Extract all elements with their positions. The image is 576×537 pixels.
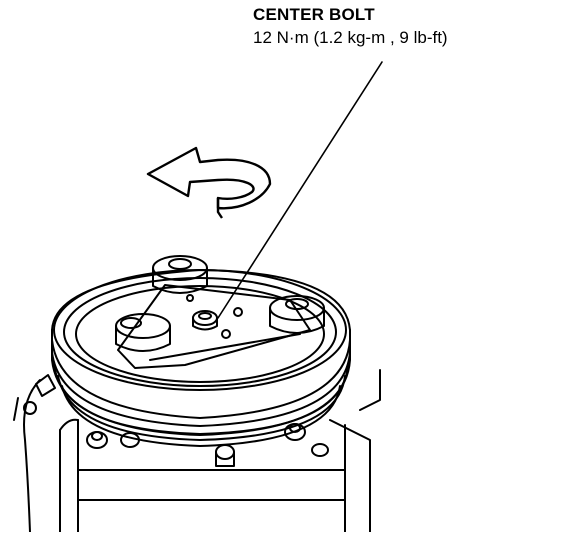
torque-spec: 12 N·m (1.2 kg-m , 9 lb-ft) — [253, 27, 448, 47]
callout-title: CENTER BOLT — [253, 5, 375, 24]
damper-right — [269, 295, 325, 334]
plate-hole — [233, 307, 243, 317]
center-bolt — [192, 310, 218, 331]
leader-line — [217, 61, 383, 319]
damper-left — [115, 313, 171, 352]
center-bolt-callout: CENTER BOLT 12 N·m (1.2 kg-m , 9 lb-ft) — [253, 5, 448, 47]
damper-top — [152, 255, 208, 294]
pulley — [51, 269, 351, 447]
plate-hole — [186, 294, 194, 302]
plate-hole — [221, 329, 231, 339]
armature-plate — [117, 284, 311, 369]
counterclockwise-arrow-icon — [146, 146, 272, 219]
